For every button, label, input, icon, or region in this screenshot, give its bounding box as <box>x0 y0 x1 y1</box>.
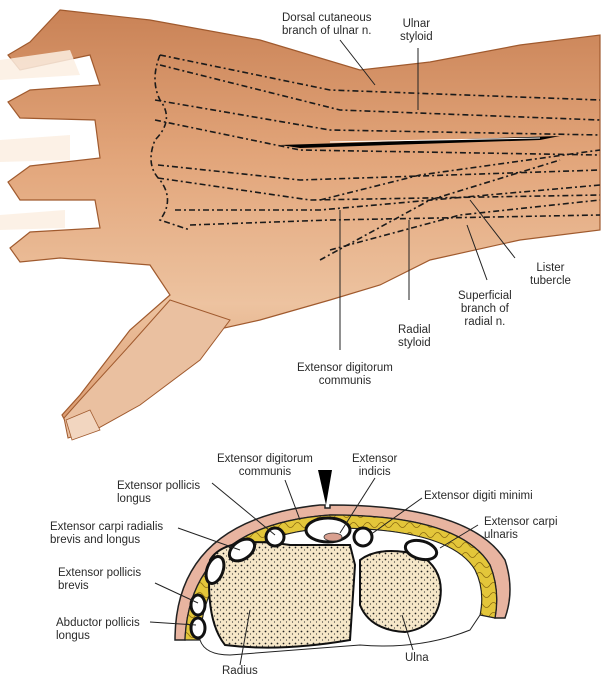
hand-dorsal-view <box>0 9 601 441</box>
label-extensor-pollicis-longus: Extensor pollicis longus <box>117 480 201 505</box>
label-extensor-pollicis-brevis: Extensor pollicis brevis <box>58 567 142 592</box>
label-dorsal-cutaneous-branch: Dorsal cutaneous branch of ulnar n. <box>282 12 372 37</box>
label-superficial-radial-nerve: Superficial branch of radial n. <box>458 290 512 328</box>
bottom-leader-lines <box>149 477 479 666</box>
top-leader-lines <box>339 39 516 350</box>
label-extensor-digitorum-communis-bottom: Extensor digitorum communis <box>217 453 313 478</box>
label-radius: Radius <box>222 665 258 677</box>
wrist-cross-section <box>174 470 511 656</box>
label-extensor-carpi-radialis: Extensor carpi radialis brevis and longu… <box>50 521 164 546</box>
label-ulna: Ulna <box>405 652 429 664</box>
label-extensor-carpi-ulnaris: Extensor carpi ulnaris <box>484 516 558 541</box>
label-abductor-pollicis-longus: Abductor pollicis longus <box>56 617 140 642</box>
label-extensor-indicis: Extensor indicis <box>352 453 398 478</box>
incision-arrow <box>318 470 332 505</box>
label-lister-tubercle: Lister tubercle <box>530 262 571 287</box>
label-extensor-digiti-minimi: Extensor digiti minimi <box>424 490 533 502</box>
label-radial-styloid: Radial styloid <box>398 324 431 349</box>
label-extensor-digitorum-communis-top: Extensor digitorum communis <box>297 362 393 387</box>
label-ulnar-styloid: Ulnar styloid <box>400 18 433 43</box>
